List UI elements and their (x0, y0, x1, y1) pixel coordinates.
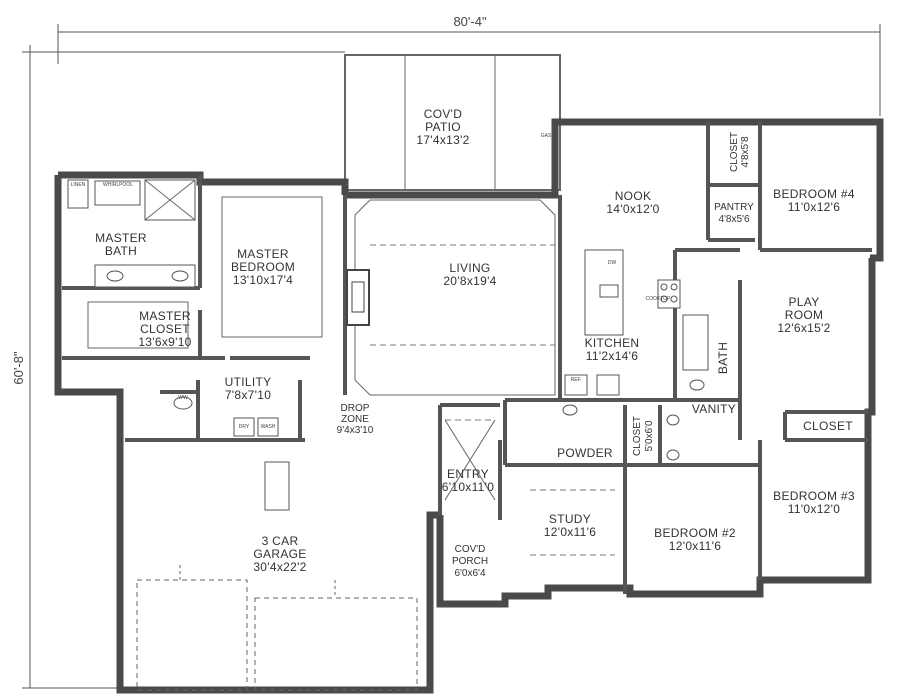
entry-size: 6'10x11'0 (442, 480, 494, 494)
closet-mid-size: 5'0x6'0 (644, 420, 655, 452)
width-dimension: 80'-4" (453, 14, 487, 29)
drop-zone-label-1: DROP (341, 403, 370, 414)
vanity-label: VANITY (692, 402, 736, 416)
play-room-label-1: PLAY (789, 295, 820, 309)
pantry-label: PANTRY (714, 202, 754, 213)
play-room-label-2: ROOM (785, 308, 824, 322)
master-bath-label-1: MASTER (95, 231, 147, 245)
garage-doors (136, 461, 418, 691)
bedroom4-label: BEDROOM #4 (773, 187, 855, 201)
closet-right-label: CLOSET (803, 419, 853, 433)
nook-label: NOOK (615, 189, 652, 203)
master-bath-label-2: BATH (105, 244, 137, 258)
ww-label: WW (178, 395, 188, 401)
master-closet-label-2: CLOSET (140, 322, 190, 336)
ref-label: REF. (571, 377, 582, 383)
master-bedroom-size: 13'10x17'4 (233, 273, 293, 287)
kitchen-island (584, 249, 624, 336)
dry-label: DRY (239, 424, 250, 430)
depth-dimension: 60'-8" (11, 351, 26, 385)
utility-size: 7'8x7'10 (225, 388, 271, 402)
bath-label: BATH (716, 342, 730, 374)
study-label: STUDY (549, 512, 591, 526)
porch-label-1: COV'D (455, 544, 486, 555)
entry-label: ENTRY (447, 467, 489, 481)
master-bedroom-label-2: BEDROOM (231, 260, 295, 274)
garage-label-1: 3 CAR (262, 534, 299, 548)
bedroom4-size: 11'0x12'6 (788, 200, 840, 214)
master-closet-label-1: MASTER (139, 309, 191, 323)
porch-size: 6'0x6'4 (454, 568, 486, 579)
ceiling-outlines (87, 196, 615, 556)
study-size: 12'0x11'6 (544, 525, 596, 539)
linen-label-master: LINEN (71, 182, 86, 188)
nook-size: 14'0x12'0 (606, 202, 659, 216)
dw-label: DW (608, 260, 617, 266)
pantry-size: 4'8x5'6 (718, 214, 750, 225)
living-label: LIVING (449, 261, 490, 275)
interior-walls (62, 122, 872, 594)
kitchen-size: 11'2x14'6 (586, 349, 638, 363)
fixtures (67, 179, 709, 461)
closet-top-size: 4'8x5'8 (740, 136, 751, 168)
bedroom3-label: BEDROOM #3 (773, 489, 855, 503)
patio-label-2: PATIO (425, 120, 461, 134)
bedroom2-label: BEDROOM #2 (654, 526, 736, 540)
fireplace (346, 269, 370, 326)
closet-top-label: CLOSET (729, 132, 740, 172)
master-bedroom-label-1: MASTER (237, 247, 289, 261)
gas-label: GAS (541, 133, 552, 139)
patio-label-1: COV'D (424, 107, 462, 121)
utility-label: UTILITY (225, 375, 272, 389)
whirlpool-label: WHIRLPOOL (103, 182, 133, 188)
wash-label: WASH (261, 424, 276, 430)
powder-label: POWDER (557, 446, 613, 460)
garage-label-2: GARAGE (253, 547, 306, 561)
garage-size: 30'4x22'2 (253, 560, 306, 574)
master-closet-size: 13'6x9'10 (138, 335, 191, 349)
porch-label-2: PORCH (452, 556, 488, 567)
play-room-size: 12'6x15'2 (777, 321, 830, 335)
living-size: 20'8x19'4 (443, 274, 496, 288)
bedroom3-size: 11'0x12'0 (788, 502, 840, 516)
cooktop-label: COOKTOP (646, 296, 672, 302)
patio-size: 17'4x13'2 (416, 133, 469, 147)
bedroom2-size: 12'0x11'6 (669, 539, 721, 553)
drop-zone-label-2: ZONE (341, 414, 369, 425)
closet-mid-label: CLOSET (632, 416, 643, 456)
kitchen-label: KITCHEN (585, 336, 640, 350)
drop-zone-size: 9'4x3'10 (337, 425, 374, 436)
